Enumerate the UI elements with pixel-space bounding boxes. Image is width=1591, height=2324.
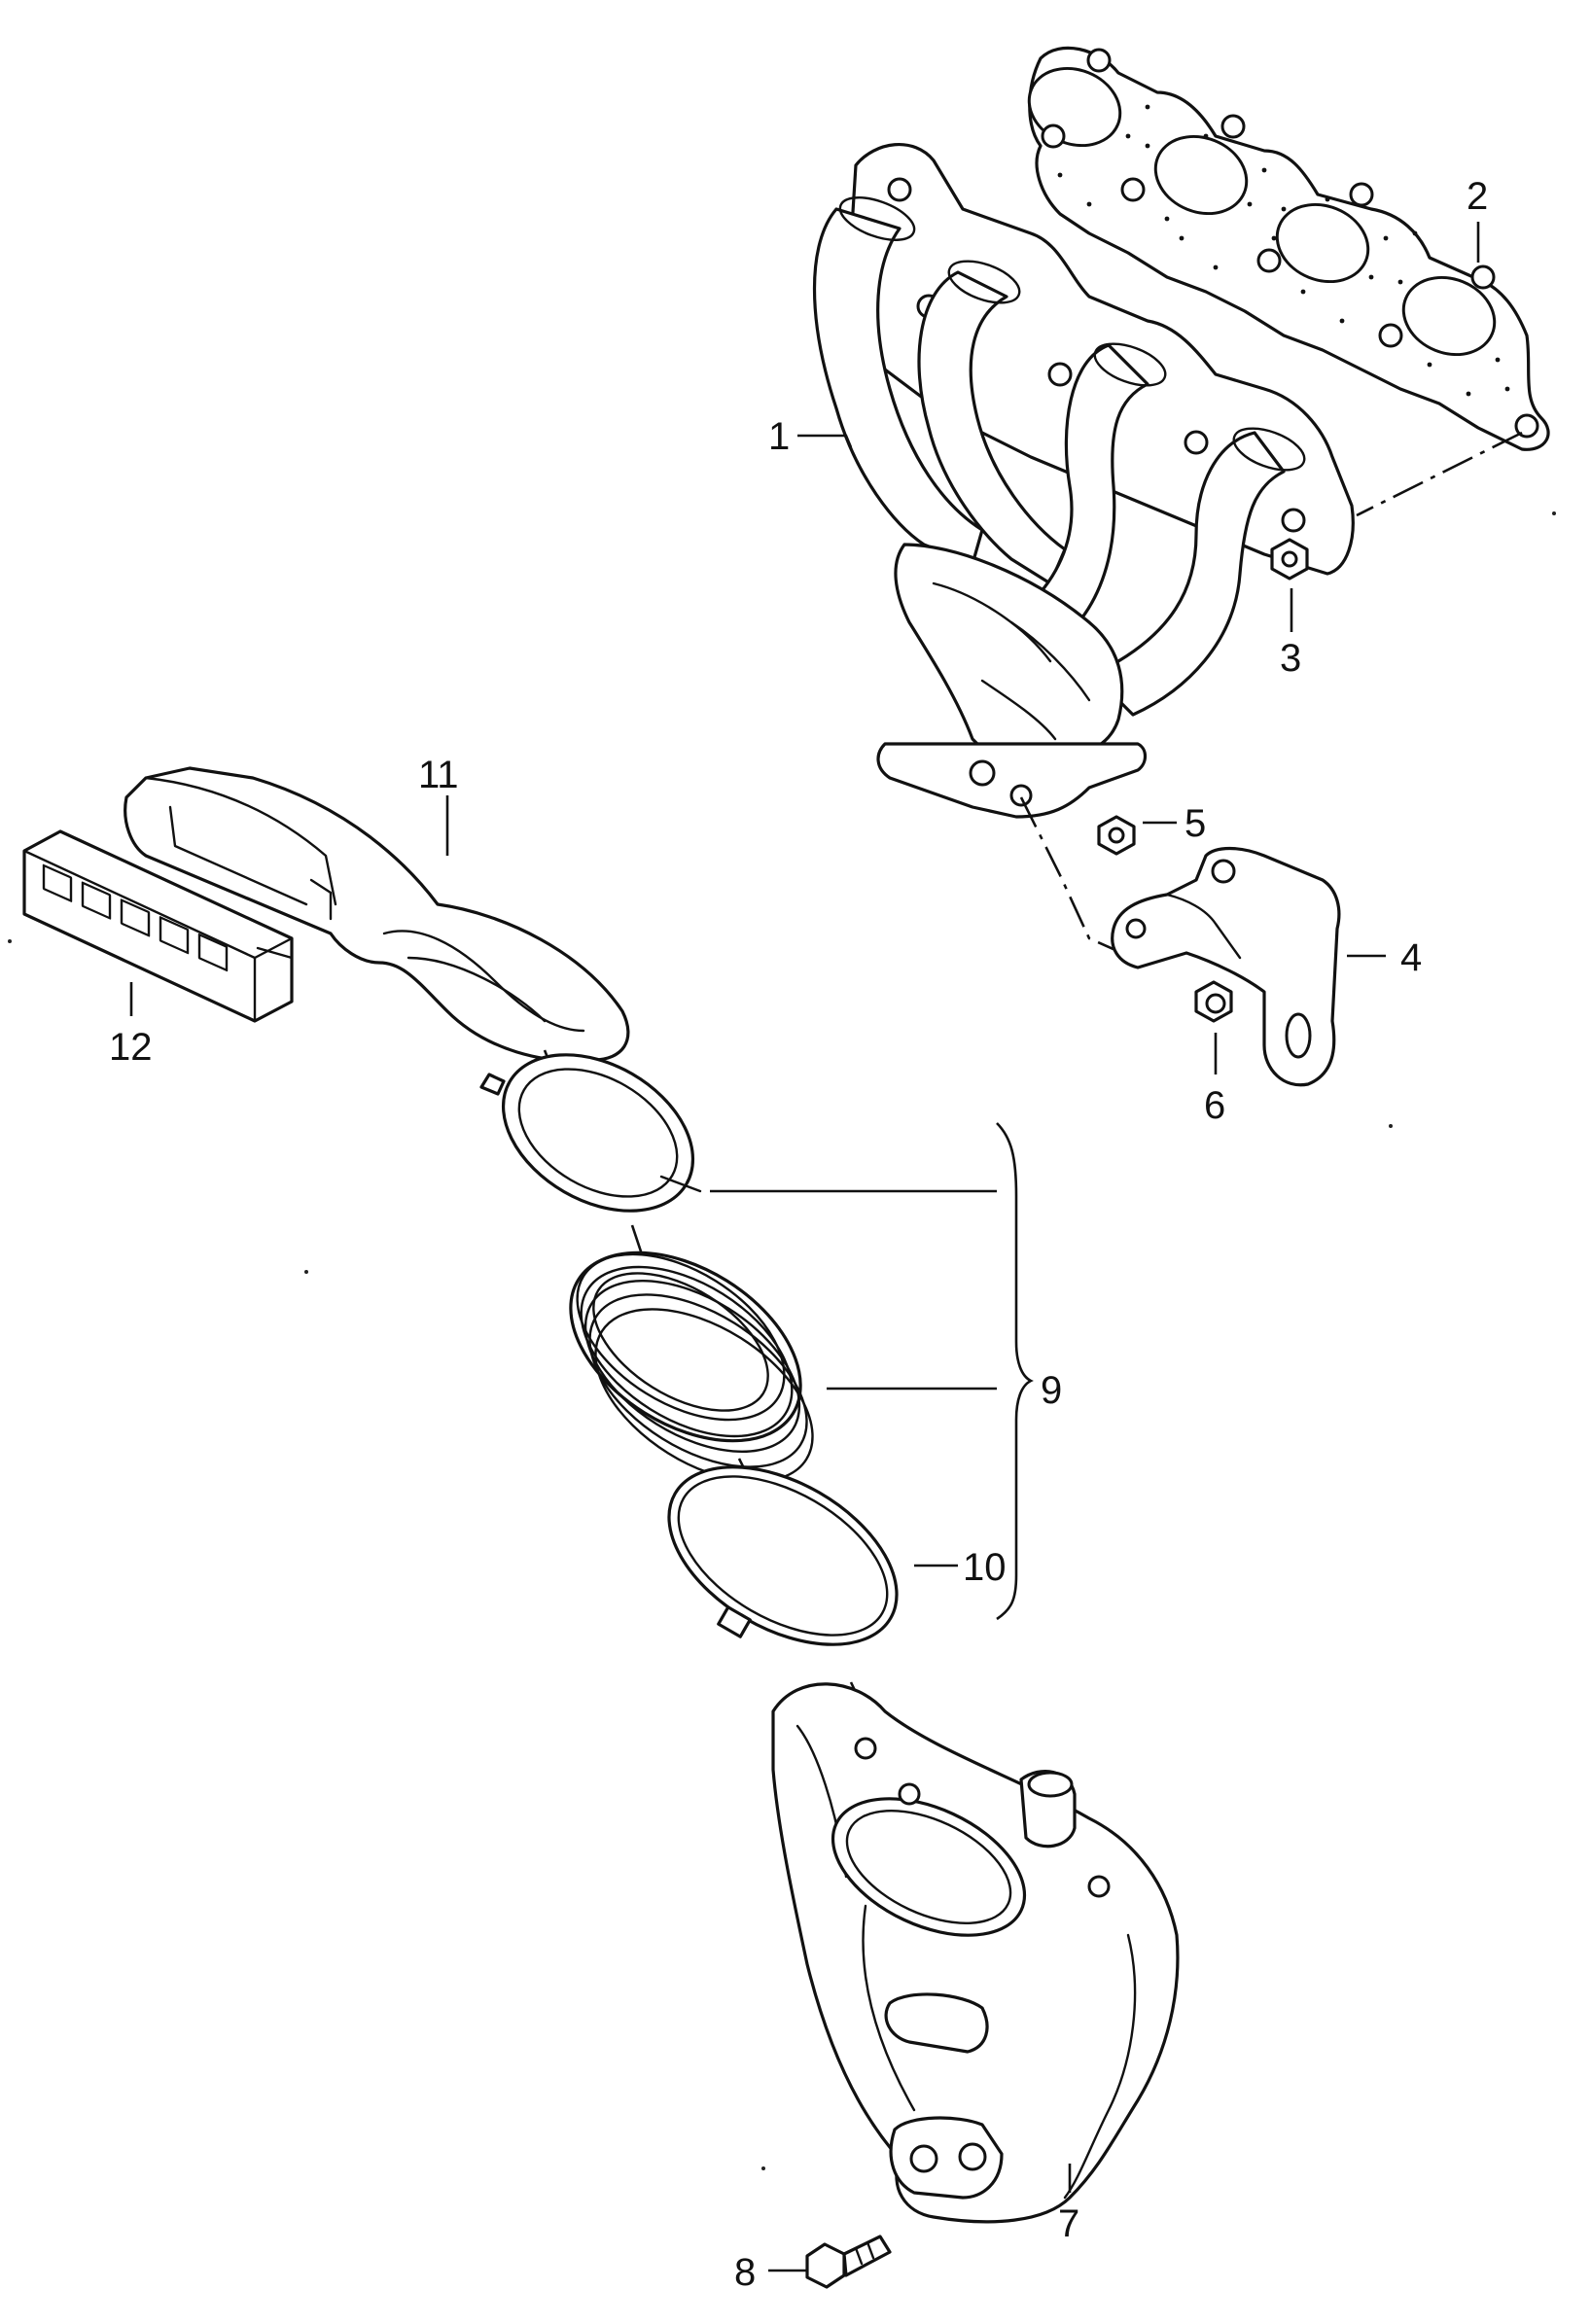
part-10-hose-clamp (667, 1465, 899, 1646)
part-2-gasket (1027, 46, 1550, 451)
group-9-bracket (996, 1122, 1034, 1621)
callout-12: 12 (109, 1026, 153, 1069)
callout-7: 7 (1058, 2202, 1079, 2245)
alignment-line-gasket (1356, 431, 1523, 517)
leader-lines (129, 222, 1480, 2272)
alignment-line-bracket (1019, 796, 1134, 960)
callout-1: 1 (768, 415, 790, 458)
scan-specks (8, 511, 1556, 2170)
part-8-bolt (805, 2235, 892, 2289)
callout-9: 9 (1041, 1369, 1062, 1412)
callout-5: 5 (1184, 802, 1206, 845)
part-7-catalytic-converter (771, 1682, 1180, 2224)
callout-2: 2 (1467, 175, 1488, 218)
callout-8: 8 (734, 2251, 756, 2294)
callout-3: 3 (1280, 637, 1301, 680)
part-9-bellows (569, 1250, 814, 1483)
part-9-sealing-ring (479, 1053, 702, 1213)
callout-6: 6 (1204, 1084, 1225, 1127)
part-6-flange-nut (1194, 980, 1233, 1023)
callout-4: 4 (1400, 936, 1422, 979)
part-5-nut (1097, 815, 1136, 856)
part-4-bracket (1111, 846, 1341, 1087)
callout-labels: 1 2 3 4 5 6 7 8 9 10 11 12 (109, 175, 1488, 2294)
part-3-nut (1270, 538, 1309, 581)
callout-10: 10 (963, 1546, 1007, 1589)
callout-11: 11 (418, 754, 459, 796)
part-1-exhaust-manifold (813, 142, 1355, 819)
part-12-shield-strip (22, 829, 294, 1023)
